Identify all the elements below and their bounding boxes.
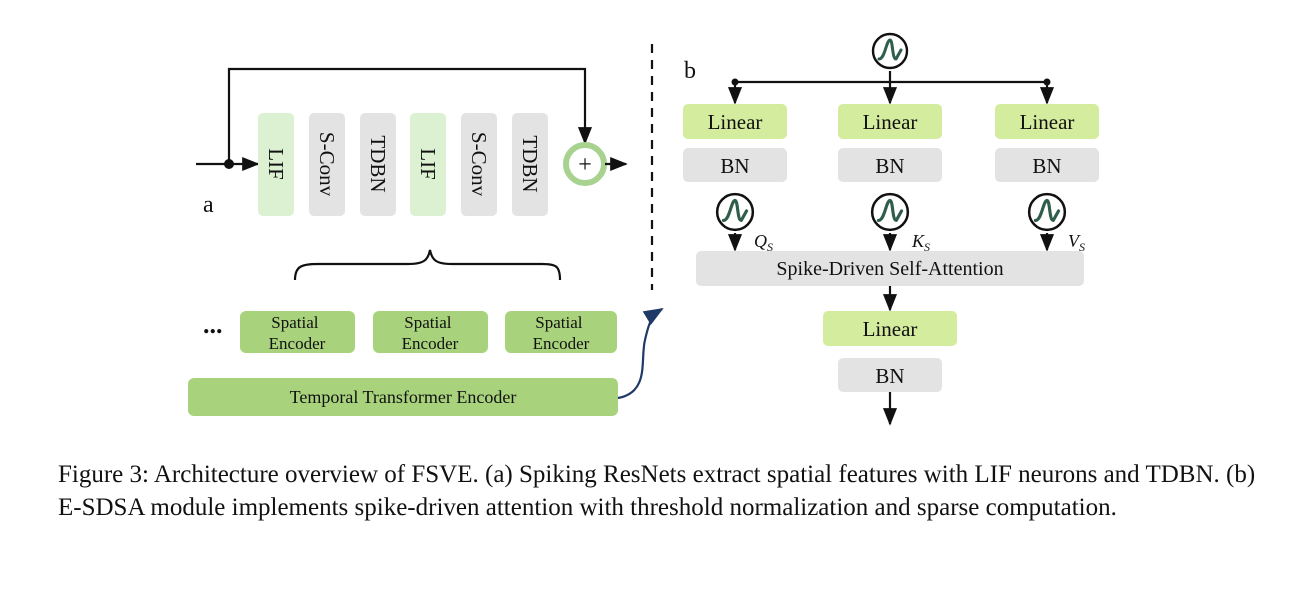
lif-block xyxy=(410,113,446,216)
spike-neuron-icon xyxy=(871,32,909,70)
linear-q-label: Linear xyxy=(708,110,763,134)
spike-driven-self-attention-label: Spike-Driven Self-Attention xyxy=(776,258,1003,280)
ellipsis: ... xyxy=(203,310,223,339)
bn-v-box xyxy=(995,148,1099,182)
lif-block xyxy=(258,113,294,216)
panel-b-label: b xyxy=(684,58,696,84)
tdbn-block-label: TDBN xyxy=(366,135,390,192)
tdbn-block xyxy=(512,113,548,216)
bn-v-label: BN xyxy=(1032,154,1061,178)
q-s-label: QS xyxy=(754,231,773,254)
output-bn-box xyxy=(838,358,942,392)
panel-b: b Linear Linear Linear BN BN BN QS KS xyxy=(683,32,1099,426)
s-conv-block-label: S-Conv xyxy=(467,132,491,197)
spike-neuron-icon xyxy=(715,192,755,232)
connector-curve xyxy=(617,307,664,400)
lif-block-label: LIF xyxy=(264,148,288,180)
spatial-encoder-label: Spatial Encoder xyxy=(402,313,459,353)
panel-a: a LIF S-Conv TDBN LIF S-Conv TDBN + xyxy=(188,67,664,416)
spatial-encoder-line2: Encoder xyxy=(269,334,326,353)
linear-q-box xyxy=(683,104,787,139)
bn-k-box xyxy=(838,148,942,182)
output-linear-box xyxy=(823,311,957,346)
s-conv-block-label: S-Conv xyxy=(315,132,339,197)
temporal-transformer-encoder-label: Temporal Transformer Encoder xyxy=(290,387,517,407)
spatial-encoder-label: Spatial Encoder xyxy=(533,313,590,353)
spike-neuron-icon xyxy=(870,192,910,232)
linear-k-label: Linear xyxy=(863,110,918,134)
architecture-diagram: a LIF S-Conv TDBN LIF S-Conv TDBN + xyxy=(188,32,1099,426)
spatial-encoder-label: Spatial Encoder xyxy=(269,313,326,353)
temporal-transformer-encoder xyxy=(188,378,618,416)
skip-connection xyxy=(227,67,593,164)
output-bn-label: BN xyxy=(875,364,904,388)
linear-k-box xyxy=(838,104,942,139)
linear-v-box xyxy=(995,104,1099,139)
bn-q-label: BN xyxy=(720,154,749,178)
v-s-label: VS xyxy=(1068,231,1085,254)
spatial-encoder-line1: Spatial xyxy=(271,313,318,332)
curly-brace xyxy=(293,249,562,281)
spatial-encoder: Spatial Encoder xyxy=(373,311,488,353)
lif-block-label: LIF xyxy=(416,148,440,180)
s-conv-block xyxy=(461,113,497,216)
sum-symbol: + xyxy=(578,152,592,178)
linear-v-label: Linear xyxy=(1020,110,1075,134)
s-conv-block xyxy=(309,113,345,216)
output-linear-label: Linear xyxy=(863,317,918,341)
bn-q-box xyxy=(683,148,787,182)
k-s-label: KS xyxy=(911,231,930,254)
spatial-encoder: Spatial Encoder xyxy=(505,311,617,353)
tdbn-block-label: TDBN xyxy=(518,135,542,192)
tdbn-block xyxy=(360,113,396,216)
residual-blocks: LIF S-Conv TDBN LIF S-Conv TDBN xyxy=(258,113,548,216)
spike-driven-self-attention-box xyxy=(696,251,1084,286)
residual-sum-node: + xyxy=(563,142,607,186)
bn-k-label: BN xyxy=(875,154,904,178)
spike-neuron-icon xyxy=(1027,192,1067,232)
spatial-encoder: Spatial Encoder xyxy=(240,311,355,353)
panel-a-label: a xyxy=(203,192,214,218)
figure-caption: Figure 3: Architecture overview of FSVE.… xyxy=(58,461,1256,521)
